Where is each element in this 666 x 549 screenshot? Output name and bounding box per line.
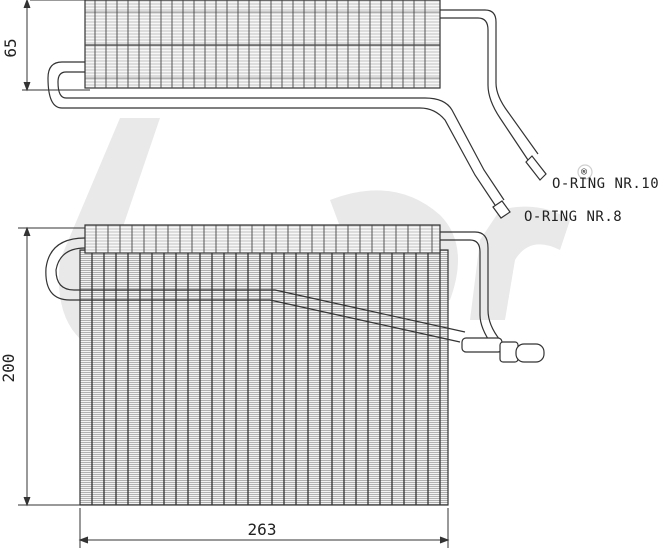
dimension-label-height-front: 200 — [0, 354, 18, 383]
top-pipes — [47, 9, 547, 219]
dimension-label-height-top: 65 — [1, 38, 20, 57]
oring-label-1: O-RING NR.10 — [552, 176, 659, 192]
top-core — [84, 0, 441, 89]
front-core-fins — [91, 250, 441, 505]
front-header-tank — [84, 224, 441, 254]
dimension-height-top — [22, 0, 90, 92]
dimension-label-width: 263 — [248, 520, 277, 539]
registered-mark: ® — [581, 167, 588, 178]
header-tank-fins — [95, 225, 433, 253]
front-pipes — [45, 231, 545, 363]
dimension-width — [78, 508, 450, 548]
oring-label-2: O-RING NR.8 — [524, 209, 622, 225]
top-view: 65 — [1, 0, 547, 219]
top-core-fins — [85, 0, 440, 88]
front-core — [79, 249, 449, 506]
dimension-height-front — [18, 226, 85, 507]
front-view: 200 — [0, 224, 545, 548]
